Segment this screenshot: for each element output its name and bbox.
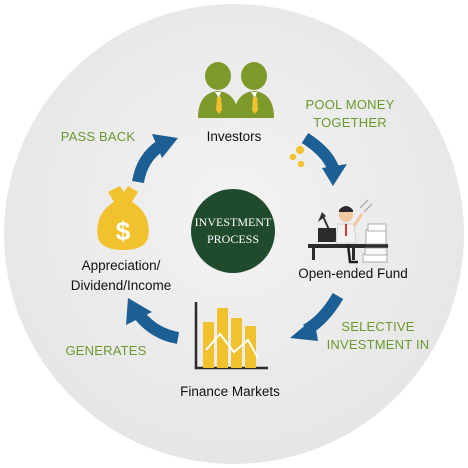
returns-label-line1: Appreciation/	[81, 258, 161, 273]
generates-label: GENERATES	[65, 343, 147, 358]
pool-money-line1: POOL MONEY	[305, 97, 395, 112]
investors-label: Investors	[206, 129, 262, 144]
center-label: INVESTMENT PROCESS	[190, 188, 276, 274]
returns-label: Appreciation/ Dividend/Income	[56, 256, 186, 296]
pass-back-label: PASS BACK	[60, 129, 136, 144]
arrow-pool-money	[301, 132, 347, 186]
coins-icon	[289, 146, 305, 168]
bar-chart-icon	[194, 302, 268, 370]
selective-investment-label: SELECTIVE INVESTMENT IN	[318, 318, 438, 354]
office-worker-icon	[308, 199, 388, 264]
money-bag-icon: $	[97, 186, 149, 250]
arrow-pass-back	[132, 134, 178, 184]
investors-icon	[198, 62, 274, 118]
center-label-line2: PROCESS	[206, 232, 260, 246]
center-circle	[191, 189, 275, 273]
pool-money-label: POOL MONEY TOGETHER	[302, 96, 398, 132]
pool-money-line2: TOGETHER	[313, 115, 387, 130]
markets-label: Finance Markets	[180, 384, 280, 399]
svg-text:$: $	[116, 216, 131, 246]
arrow-selective-investment	[290, 292, 344, 341]
center-label-line1: INVESTMENT	[194, 215, 272, 229]
fund-label: Open-ended Fund	[298, 266, 408, 281]
arrow-generates	[126, 298, 180, 344]
returns-label-line2: Dividend/Income	[70, 278, 172, 293]
selective-line1: SELECTIVE	[341, 319, 415, 334]
selective-line2: INVESTMENT IN	[326, 337, 430, 352]
